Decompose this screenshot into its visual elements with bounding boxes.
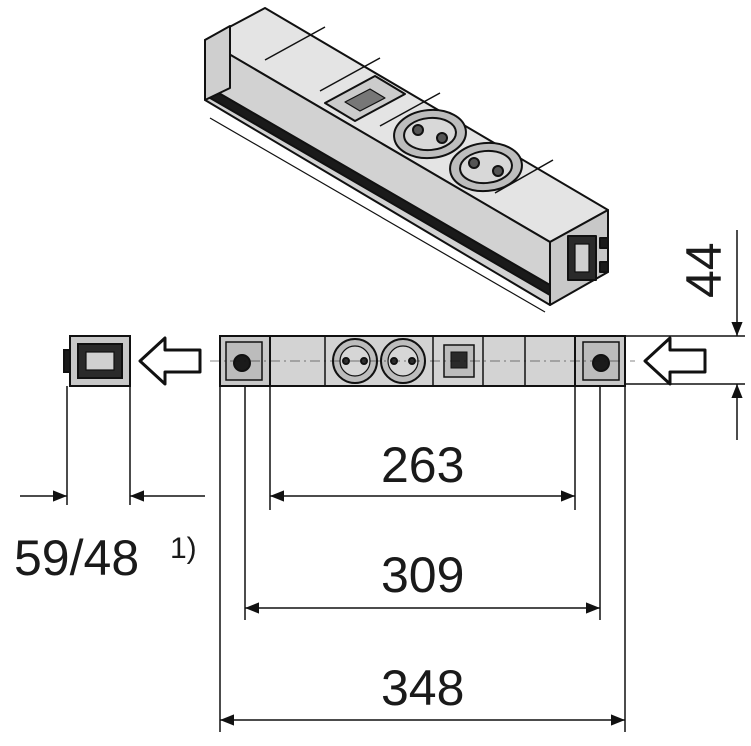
left-screw-icon: [233, 354, 251, 372]
length-extension-lines: [219, 386, 626, 732]
height-dimension: [620, 230, 745, 440]
depth-footnote: 1): [170, 532, 197, 565]
overall-length-label: 348: [381, 660, 464, 716]
left-direction-arrow-icon: [138, 336, 202, 386]
iso-socket-1: [393, 108, 467, 160]
height-label: 44: [676, 242, 732, 298]
depth-dimension: [20, 386, 205, 505]
inner-length-label: 263: [381, 437, 464, 493]
mid-length-label: 309: [381, 547, 464, 603]
iso-left-cap: [204, 25, 231, 101]
iso-socket-2: [449, 141, 523, 193]
iso-end-connector: [567, 235, 597, 281]
end-view: [63, 335, 131, 387]
depth-label: 59/48: [14, 530, 139, 586]
right-screw-icon: [592, 354, 610, 372]
front-socket-2: [380, 338, 426, 384]
right-direction-arrow-icon: [643, 336, 707, 386]
isometric-view: [204, 7, 609, 313]
